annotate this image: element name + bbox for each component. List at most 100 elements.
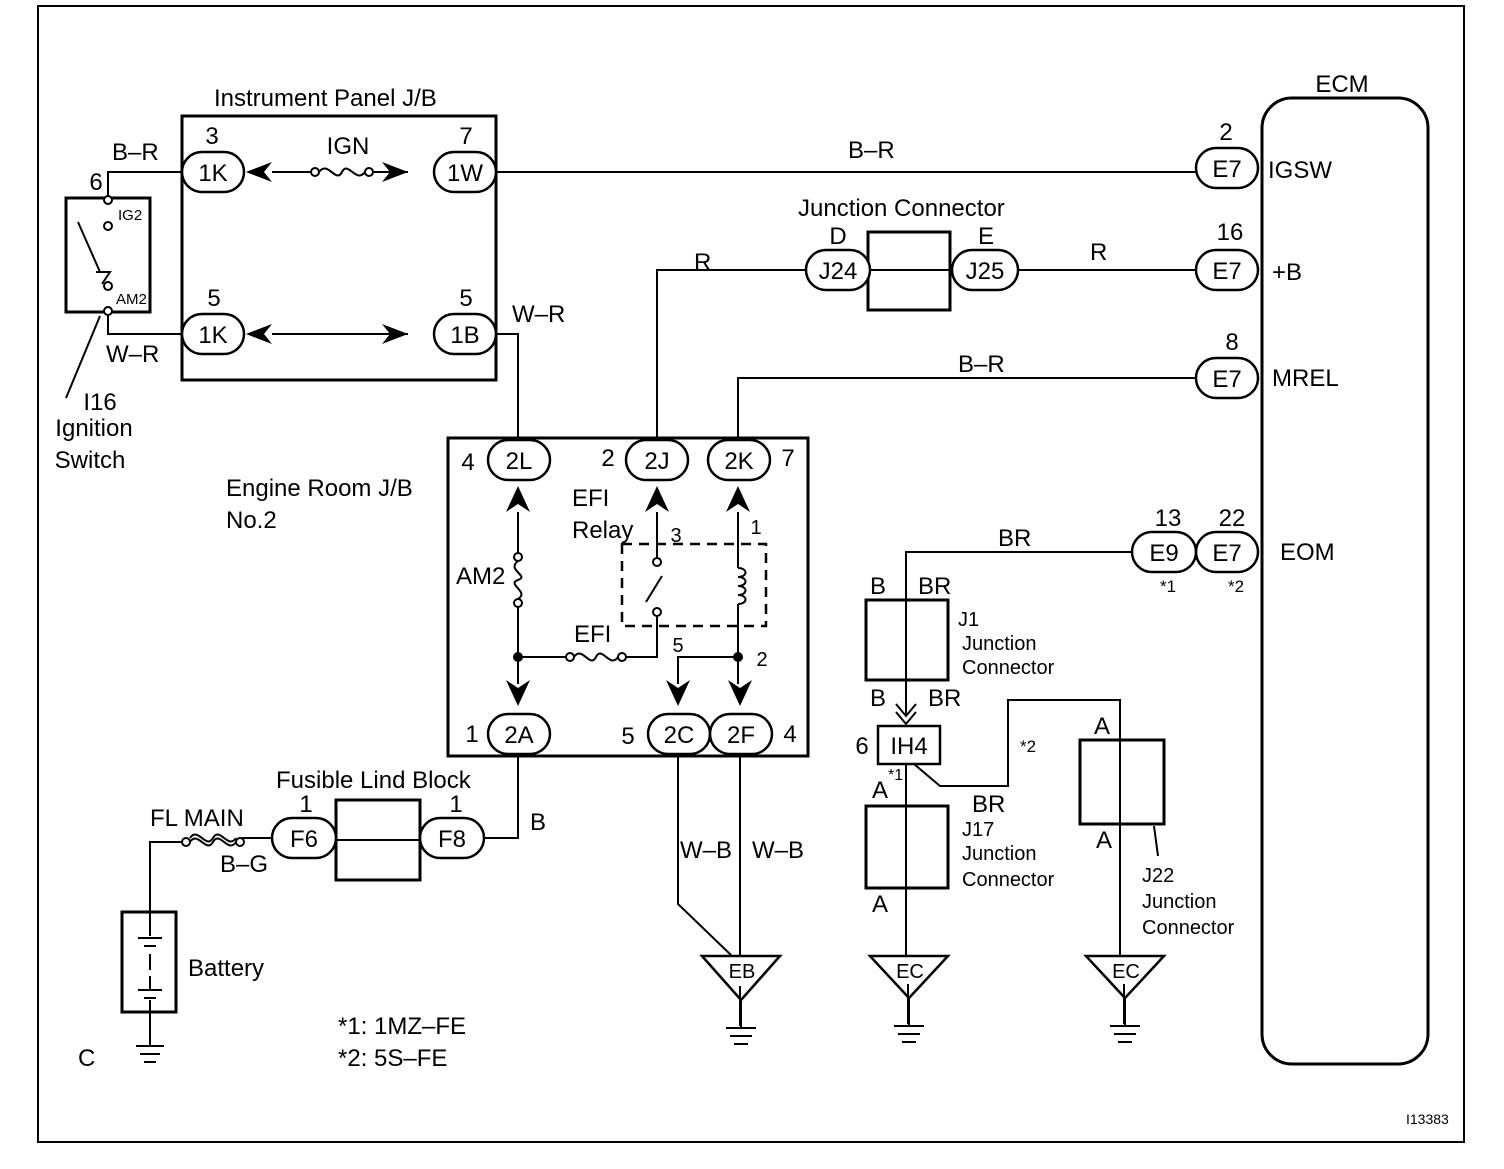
connector-j25: J25 [950,248,1020,292]
j1-pin-br: BR [928,685,961,712]
ig2-label: IG2 [118,207,142,224]
battery-cells [138,912,162,1012]
note-5s-fe: *2: 5S–FE [338,1045,447,1072]
am2-terminal-top [103,281,113,291]
wire-label-br-eom: BR [998,525,1031,552]
wire-label-bg: B–G [220,851,268,878]
pin-num-k7: 7 [781,445,794,472]
j22-code: J22 [1142,865,1174,887]
efi-fuse-label: EFI [574,621,611,648]
ign-fuse [310,167,374,177]
ih4-arrow-2 [895,703,917,718]
wire-label-br-j17: BR [972,791,1005,818]
engine-room-jb-box [446,436,810,758]
pin-num-f4: 4 [783,721,796,748]
wire-label-br-switch: B–R [112,139,159,166]
junction-connector-title: Junction Connector [798,195,1005,222]
connector-e7-mrel: E7 [1194,356,1260,400]
pin-num-f6: 1 [299,791,312,818]
pin-num-b5: 5 [459,285,472,312]
ig2-terminal [103,221,113,231]
pin-num-j2: 2 [601,445,614,472]
connector-e7-igsw: E7 [1194,146,1260,190]
ground-ec1 [867,954,951,1043]
wire-battery-pos [149,841,182,912]
relay-contact-top [652,557,662,567]
connector-label: 1K [198,322,227,349]
wire-br-switch [107,171,182,198]
connector-2c-5: 2C [646,712,712,756]
ip-jb-title: Instrument Panel J/B [214,85,437,112]
pin-num-w7: 7 [459,123,472,150]
efi-fuse [565,652,627,662]
am2-fuse [513,552,523,608]
wire-label-r-b: R [1090,239,1107,266]
junction-dot-am2 [513,652,523,662]
relay-contact-blade [645,575,663,603]
connector-label: E7 [1212,258,1241,285]
battery-ground-label: C [78,1045,95,1072]
wire-b-fuse [484,754,519,839]
fusible-link-title: Fusible Lind Block [276,767,472,794]
efi-relay-line2: Relay [572,517,633,544]
am2-fuse-label: AM2 [456,563,505,590]
wire-wr-1b [496,333,519,440]
connector-label: J25 [966,258,1005,285]
ignition-contact-blade [77,221,101,273]
connector-arrows [246,162,752,706]
wire-r-2j [656,269,806,440]
connector-1b-5: 1B [432,312,498,356]
j1-line2: Connector [962,657,1055,679]
note-1mz-fe: *1: 1MZ–FE [338,1013,466,1040]
pin-num-ih4: 6 [855,733,868,760]
fl-main-fuse [181,833,245,847]
connector-2k-7: 2K [706,438,772,482]
ignition-switch-code: I16 [83,389,116,416]
ih4-box [876,724,942,766]
connector-label: 2A [504,722,533,749]
connector-1w-7: 1W [432,150,498,194]
connector-2j-2: 2J [624,438,690,482]
ignition-switch-leader [65,315,101,399]
connector-j24: J24 [804,248,872,292]
connector-label: F8 [438,826,466,853]
efi-relay-line1: EFI [572,485,609,512]
figure-id: I13383 [1406,1111,1449,1127]
connector-label: J24 [819,258,858,285]
diagram-frame [37,5,1465,1143]
mark-e9: *1 [1160,577,1176,596]
connector-label: 1B [450,322,479,349]
j22-leader [1153,825,1159,857]
ign-fuse-label: IGN [327,133,370,160]
wire-label-wb2: W–B [752,837,804,864]
pin-b: +B [1272,259,1302,286]
pin-num-e7-eom: 22 [1219,505,1246,532]
connector-label: E7 [1212,540,1241,567]
pin-mrel: MREL [1272,365,1339,392]
junction-dot-relay [733,652,743,662]
connector-label: 1K [198,160,227,187]
connector-label: E9 [1149,540,1178,567]
pin-num-c5: 5 [621,723,634,750]
pin-num-relay2: 2 [756,649,767,671]
connector-e7-b: E7 [1194,248,1260,292]
j17-line1: Junction [962,843,1037,865]
pin-num-switch: 6 [89,169,102,196]
er-jb-title-line1: Engine Room J/B [226,475,413,502]
pin-num-e7-mrel: 8 [1225,329,1238,356]
efi-relay-box [620,542,768,628]
pin-num-e9: 13 [1155,505,1182,532]
mark-j22-wire: *2 [1020,737,1036,756]
ground-ec1-label: EC [896,961,924,983]
connector-2l-4: 2L [486,438,552,482]
connector-f8: F8 [418,816,486,860]
wire-label-br-igsw: B–R [848,137,895,164]
wire-efi-right [626,616,658,658]
pin-num-l4: 4 [461,449,474,476]
wire-label-br-mrel: B–R [958,351,1005,378]
wire-label-b-fuse: B [530,809,546,836]
wire-label-wb1: W–B [680,837,732,864]
pin-num-a1: 1 [465,721,478,748]
wire-br-mrel [737,377,1196,440]
